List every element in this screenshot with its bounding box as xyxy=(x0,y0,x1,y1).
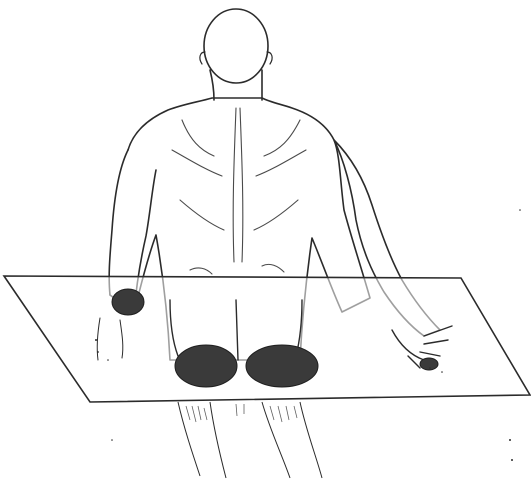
head xyxy=(204,9,268,83)
right-buttock-section xyxy=(246,345,318,387)
left-buttock-section xyxy=(175,345,237,387)
right-hand-section xyxy=(420,358,438,370)
left-hand-section xyxy=(112,289,144,315)
legs-below-plane xyxy=(178,402,322,478)
